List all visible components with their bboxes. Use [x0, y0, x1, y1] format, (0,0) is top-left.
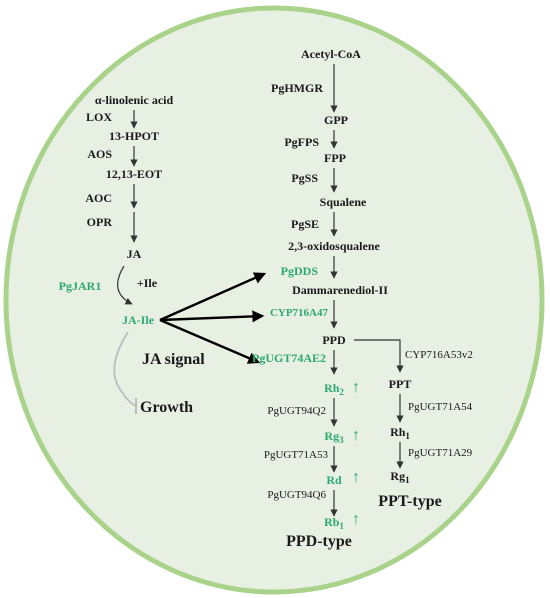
ppt-enzyme-from-ppd: CYP716A53v2 — [405, 349, 473, 361]
ja-enzyme-1: AOS — [87, 147, 112, 161]
ppd-product-1: Rg3 — [324, 429, 344, 445]
up-arrow-rb1: ↑ — [352, 511, 360, 528]
main-enzyme-3: PgSE — [291, 217, 319, 231]
up-arrow-rd: ↑ — [352, 469, 360, 486]
main-enzyme-2: PgSS — [291, 171, 318, 185]
ppt-product-0: PPT — [389, 377, 412, 391]
main-step-1: GPP — [324, 113, 348, 127]
ja-enzyme-2: AOC — [85, 191, 112, 205]
ppt-product-2: Rg1 — [390, 469, 410, 485]
ppd-type-label: PPD-type — [286, 533, 352, 550]
ppd-product-0: Rh2 — [324, 381, 344, 397]
main-enzyme-5: CYP716A47 — [270, 307, 329, 319]
main-step-6: PPD — [322, 333, 346, 347]
ppt-type-label: PPT-type — [378, 493, 441, 510]
ppd-product-2: Rd — [326, 473, 342, 487]
cell-ellipse — [3, 5, 545, 595]
main-step-5: Dammarenediol-II — [292, 283, 388, 297]
ppd-product-3: Rb1 — [324, 515, 344, 531]
ja-enzyme-3: OPR — [87, 215, 113, 229]
main-enzyme-6: PgUGT74AE2 — [252, 351, 326, 365]
main-enzyme-1: PgFPS — [284, 135, 319, 149]
growth-inhibition-curve — [113, 331, 137, 407]
ja-signal-label: JA signal — [142, 351, 205, 368]
ppt-product-1: Rh1 — [390, 425, 410, 441]
main-step-2: FPP — [324, 151, 346, 165]
ja-enzyme-0: LOX — [86, 110, 112, 124]
ppd-enzyme-0: PgUGT94Q2 — [267, 405, 326, 417]
ja-ile-label: JA-Ile — [122, 313, 155, 327]
main-step-4: 2,3-oxidosqualene — [288, 239, 380, 253]
ppd-enzyme-2: PgUGT94Q6 — [267, 489, 326, 501]
ppt-enzyme-0: PgUGT71A54 — [408, 401, 473, 413]
jar1-label: PgJAR1 — [59, 279, 102, 293]
ja-step-3: JA — [127, 247, 142, 261]
ppd-enzyme-1: PgUGT71A53 — [264, 449, 329, 461]
main-step-0: Acetyl-CoA — [301, 47, 361, 61]
ja-step-2: 12,13-EOT — [106, 167, 162, 181]
up-arrow-rh2: ↑ — [352, 379, 360, 396]
growth-label: Growth — [140, 399, 193, 416]
main-enzyme-0: PgHMGR — [271, 81, 323, 95]
ile-label: +Ile — [137, 276, 158, 290]
ppt-enzyme-1: PgUGT71A29 — [408, 447, 473, 459]
ja-step-0: α-linolenic acid — [95, 93, 174, 107]
main-step-3: Squalene — [320, 195, 367, 209]
ja-step-1: 13-HPOT — [109, 129, 159, 143]
main-enzyme-4: PgDDS — [281, 264, 319, 278]
up-arrow-rg3: ↑ — [352, 427, 360, 444]
